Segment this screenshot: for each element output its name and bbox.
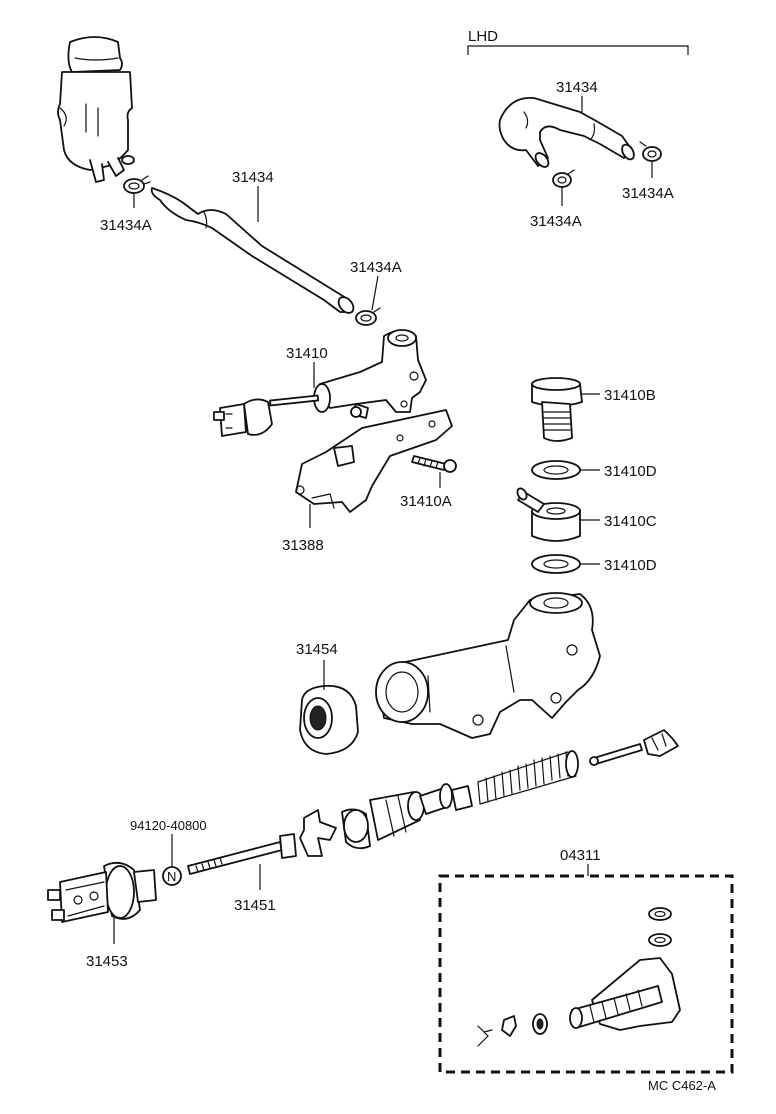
callout-union: 31410C bbox=[604, 513, 657, 530]
master-cylinder bbox=[213, 329, 427, 437]
catalog-reference: MC C462-A bbox=[648, 1078, 716, 1093]
kit-contents bbox=[477, 907, 681, 1047]
leader-clamp-hose-end bbox=[371, 275, 379, 311]
kit-box bbox=[438, 874, 734, 1074]
lhd-section-bracket bbox=[467, 45, 689, 55]
boot bbox=[299, 684, 359, 755]
callout-gasket-upper: 31410D bbox=[604, 463, 657, 480]
callout-bracket-bolt: 31410A bbox=[400, 493, 452, 510]
clamp-hose-end bbox=[355, 307, 381, 326]
callout-nut: 94120-40800 bbox=[130, 818, 207, 833]
callout-lhd-clamp-right: 31434A bbox=[622, 185, 674, 202]
callout-lhd-clamp-left: 31434A bbox=[530, 213, 582, 230]
callout-push-rod: 31451 bbox=[234, 897, 276, 914]
lhd-clamp-right bbox=[639, 141, 662, 162]
union bbox=[516, 487, 581, 542]
lhd-hose bbox=[498, 97, 635, 168]
push-rod bbox=[187, 833, 297, 875]
callout-hose-main: 31434 bbox=[232, 169, 274, 186]
callout-lhd-hose: 31434 bbox=[556, 79, 598, 96]
clevis bbox=[47, 861, 157, 923]
nut-symbol: N bbox=[167, 869, 176, 884]
union-bolt bbox=[531, 377, 583, 442]
callout-boot: 31454 bbox=[296, 641, 338, 658]
bracket-bolt bbox=[411, 455, 457, 473]
callout-bracket: 31388 bbox=[282, 537, 324, 554]
clamp-reservoir bbox=[123, 175, 151, 194]
piston-assembly bbox=[299, 729, 679, 857]
callout-clamp-hose-end: 31434A bbox=[350, 259, 402, 276]
gasket-upper bbox=[531, 460, 581, 480]
callout-gasket-lower: 31410D bbox=[604, 557, 657, 574]
cylinder-body bbox=[375, 592, 601, 739]
spring bbox=[477, 750, 579, 805]
reservoir bbox=[57, 36, 135, 183]
bracket bbox=[295, 409, 453, 513]
lhd-label: LHD bbox=[468, 28, 498, 45]
gasket-lower bbox=[531, 554, 581, 574]
nut: N bbox=[162, 866, 182, 886]
hose-main bbox=[150, 187, 355, 314]
callout-clevis: 31453 bbox=[86, 953, 128, 970]
callout-master-cylinder: 31410 bbox=[286, 345, 328, 362]
callout-clamp-reservoir: 31434A bbox=[100, 217, 152, 234]
lhd-clamp-left bbox=[552, 169, 575, 188]
callout-union-bolt: 31410B bbox=[604, 387, 656, 404]
callout-kit: 04311 bbox=[560, 847, 601, 864]
